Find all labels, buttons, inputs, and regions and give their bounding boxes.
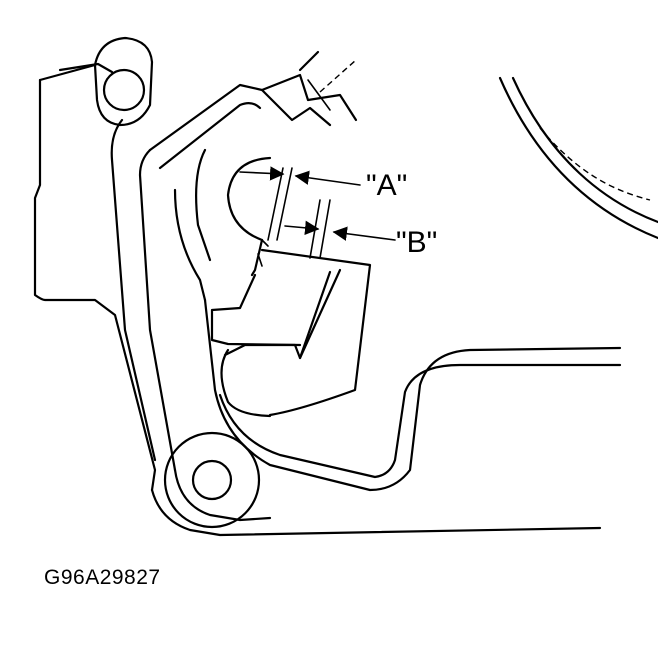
dimension-b [284,199,396,259]
figure-reference-code: G96A29827 [44,566,161,589]
callout-a-label: "A" [366,169,407,202]
valve-bracket [210,156,372,418]
dimension-a [239,166,361,241]
housing-arc [498,76,658,240]
upper-mount-boss [93,36,154,127]
casting-body [33,50,358,492]
lower-flange [150,298,622,537]
callout-b-label: "B" [396,226,437,259]
lower-mount-boss [163,431,261,529]
